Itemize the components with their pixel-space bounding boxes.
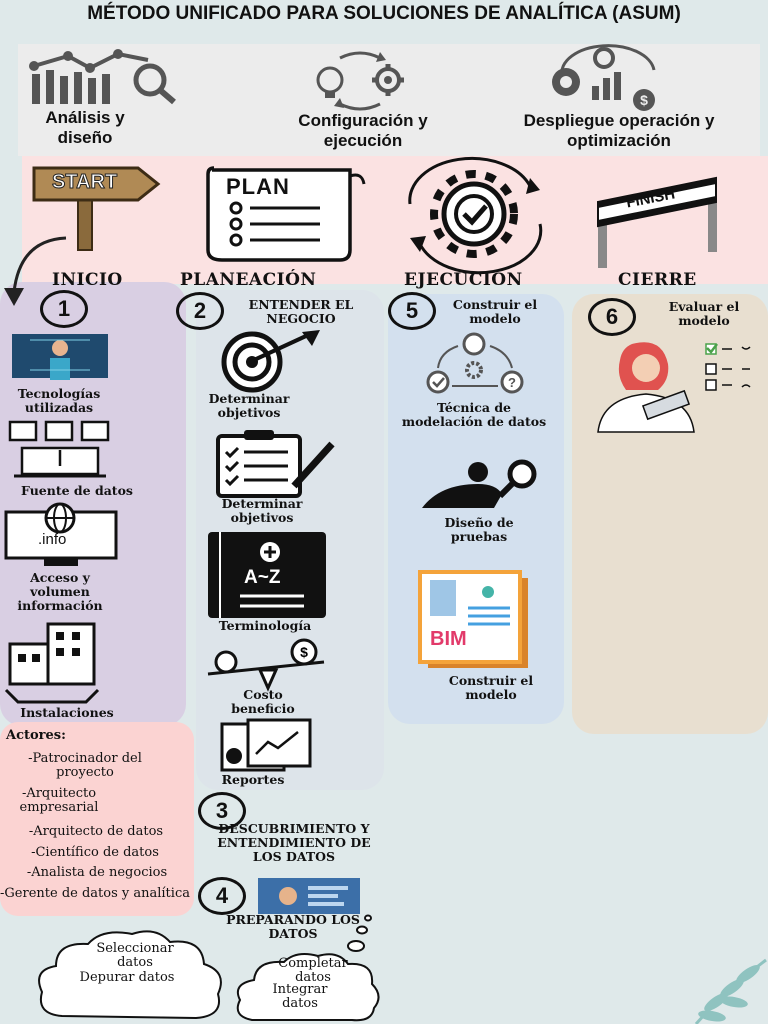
step-label-6: Evaluar el modelo	[668, 299, 740, 328]
cierre-column	[572, 294, 768, 734]
config-gear-icon	[316, 51, 404, 111]
cloud-left-select: Seleccionar datos	[96, 941, 174, 970]
stage-cierre: CIERRE	[618, 270, 697, 290]
cost-balance-icon: $	[207, 638, 325, 692]
step-number-3: 3	[198, 792, 246, 830]
cloud-left-clean: Depurar datos	[79, 970, 175, 985]
phase-analysis-label: Análisis y diseño	[45, 108, 125, 147]
plan-sign-label: PLAN	[226, 174, 290, 199]
inicio-item-data-source: Fuente de datos	[21, 483, 133, 498]
start-signpost-icon	[32, 166, 161, 251]
info-text: .info	[38, 531, 67, 548]
svg-text:$: $	[640, 92, 648, 108]
data-preparation-image-icon	[258, 878, 360, 914]
step-number-1: 1	[40, 290, 88, 328]
step-label-2: ENTENDER EL NEGOCIO	[248, 297, 354, 326]
glossary-book-icon	[208, 532, 326, 618]
phase-deploy-label: Despliegue operación y optimización	[523, 111, 715, 150]
thought-bubbles-shape	[347, 914, 372, 952]
buildings-icon	[4, 622, 100, 704]
inicio-item-installations: Instalaciones	[20, 705, 114, 720]
deploy-optimization-icon: $	[552, 44, 656, 111]
ejecucion-item-build-model: Construir el modelo	[448, 673, 534, 702]
planeacion-item-terminology: Terminología	[218, 618, 312, 633]
left-cloud-shape	[38, 930, 222, 1020]
info-globe-monitor-icon	[4, 502, 118, 566]
planeacion-item-reports: Reportes	[221, 772, 285, 787]
actor-enterprise-architect: -Arquitecto empresarial	[19, 786, 99, 815]
data-source-icon	[8, 420, 110, 478]
actor-sponsor: -Patrocinador del proyecto	[28, 751, 142, 780]
execution-gear-icon	[408, 156, 543, 275]
reports-icon	[220, 718, 312, 772]
bim-text: BIM	[430, 628, 467, 650]
ejecucion-item-modeling-technique: Técnica de modelación de datos	[401, 400, 547, 429]
ejecucion-item-test-design: Diseño de pruebas	[444, 515, 514, 544]
finish-banner-icon	[597, 176, 717, 268]
analysis-chart-icon	[29, 49, 176, 105]
checklist-icon	[216, 430, 335, 498]
page-title: MÉTODO UNIFICADO PARA SOLUCIONES DE ANAL…	[87, 3, 681, 24]
technology-vr-icon	[12, 334, 108, 380]
svg-text:$: $	[300, 644, 308, 660]
actor-business-analyst: -Analista de negocios	[26, 865, 168, 880]
step-label-4: PREPARANDO LOS DATOS	[226, 912, 360, 941]
step-number-2: 2	[176, 292, 224, 330]
woman-evaluating-icon	[597, 342, 751, 433]
magnifier-person-icon	[422, 459, 537, 508]
planeacion-item-objectives-1: Determinar objetivos	[208, 391, 290, 420]
actor-data-manager: -Gerente de datos y analítica	[0, 886, 190, 901]
leaf-decoration-icon	[694, 958, 767, 1024]
stage-planeacion: PLANEACIÓN	[180, 270, 317, 290]
cloud-right-complete: Completar datos	[278, 956, 348, 985]
step-number-5: 5	[388, 292, 436, 330]
plan-scroll-icon	[206, 166, 366, 262]
step-number-4: 4	[198, 877, 246, 915]
az-text: A~Z	[244, 567, 281, 588]
actor-data-architect: -Arquitecto de datos	[28, 824, 164, 839]
bim-document-icon	[418, 570, 528, 668]
planeacion-item-objectives-2: Determinar objetivos	[221, 496, 303, 525]
inicio-item-access-volume: Acceso y volumen información	[17, 570, 103, 613]
start-sign-label: START	[51, 171, 118, 194]
actor-data-scientist: -Científico de datos	[31, 845, 159, 860]
phase-config-label: Configuración y ejecución	[298, 111, 428, 150]
stage-inicio: INICIO	[52, 270, 123, 290]
inicio-item-technologies: Tecnologías utilizadas	[17, 386, 101, 415]
target-icon	[221, 330, 320, 393]
right-cloud-shape	[236, 953, 380, 1022]
step-number-6: 6	[588, 298, 636, 336]
actors-title: Actores:	[6, 728, 66, 743]
step-label-5: Construir el modelo	[452, 297, 538, 326]
planeacion-item-cost-benefit: Costo beneficio	[231, 687, 295, 716]
curved-arrow-icon	[4, 236, 67, 306]
step-label-3: DESCUBRIMIENTO Y ENTENDIMIENTO DE LOS DA…	[217, 821, 371, 864]
svg-text:?: ?	[508, 375, 516, 390]
actors-box	[0, 722, 194, 916]
modeling-cycle-icon: ?	[426, 332, 524, 394]
stage-ejecucion: EJECUCIÓN	[404, 270, 523, 290]
cloud-right-integrate: Integrar datos	[272, 982, 328, 1011]
